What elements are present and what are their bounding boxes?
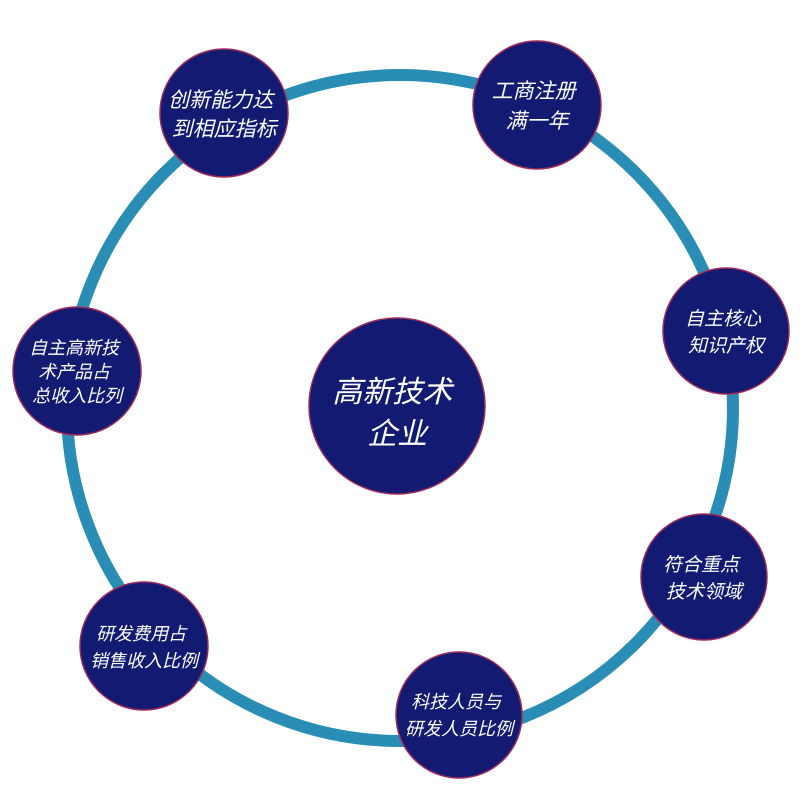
requirement-node-tech-field: 符合重点 技术领域 [640, 513, 768, 641]
requirement-node-product-revenue: 自主高新技 术产品占 总收入比列 [12, 306, 142, 436]
requirement-node-label: 科技人员与 研发人员比例 [405, 692, 516, 740]
requirement-node-circle [640, 513, 768, 641]
requirement-node-circle [395, 651, 523, 779]
requirement-node-line: 技术领域 [666, 581, 745, 603]
requirement-node-staff-ratio: 科技人员与 研发人员比例 [395, 651, 523, 779]
requirement-node-circle [12, 306, 142, 436]
requirement-node-line: 研发费用占 [96, 624, 188, 645]
requirement-node-line: 研发人员比例 [405, 719, 516, 740]
requirement-node-circle [159, 48, 289, 178]
requirement-node-circle [662, 267, 790, 395]
requirement-node-circle [79, 581, 209, 711]
requirement-node-label: 创新能力达 到相应指标 [168, 88, 280, 141]
requirement-node-line: 自主高新技 [29, 338, 121, 359]
center-node-line: 高新技术 [332, 375, 455, 410]
requirement-node-ip: 自主核心 知识产权 [662, 267, 790, 395]
requirement-node-rd-expense: 研发费用占 销售收入比例 [79, 581, 209, 711]
requirement-node-line: 总收入比列 [32, 386, 125, 407]
requirement-node-label: 研发费用占 销售收入比例 [90, 624, 201, 672]
requirement-node-registration: 工商注册 满一年 [472, 40, 602, 170]
center-node-line: 企业 [367, 417, 429, 452]
requirement-node-line: 工商注册 [492, 79, 578, 103]
requirement-node-label: 自主高新技 术产品占 总收入比列 [29, 338, 125, 407]
requirement-node-label: 符合重点 技术领域 [663, 554, 745, 603]
requirement-node-line: 术产品占 [38, 362, 112, 383]
requirement-node-line: 创新能力达 [168, 88, 276, 112]
requirement-node-line: 自主核心 [685, 308, 762, 330]
requirement-node-line: 到相应指标 [172, 117, 279, 141]
requirement-node-circle [472, 40, 602, 170]
requirement-node-line: 满一年 [506, 109, 571, 133]
requirement-node-line: 知识产权 [688, 335, 767, 357]
requirement-node-label: 工商注册 满一年 [492, 79, 583, 133]
requirement-node-line: 符合重点 [663, 554, 741, 576]
requirement-node-label: 自主核心 知识产权 [685, 308, 767, 357]
requirement-node-line: 销售收入比例 [90, 651, 201, 672]
center-node: 高新技术 企业 [308, 317, 486, 495]
center-node-label: 高新技术 企业 [332, 375, 462, 452]
requirement-node-line: 科技人员与 [411, 692, 502, 713]
center-node-circle [308, 317, 486, 495]
requirement-node-innovation: 创新能力达 到相应指标 [159, 48, 289, 178]
